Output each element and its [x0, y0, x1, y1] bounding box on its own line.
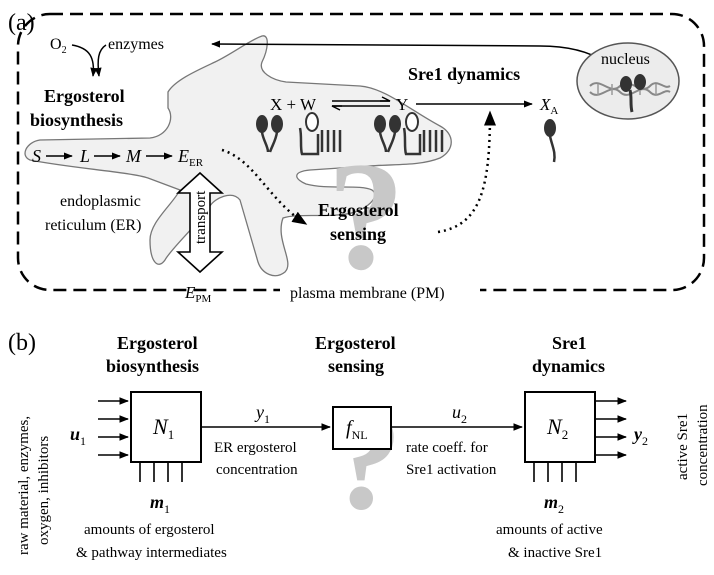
biosynthesis-title-line2: biosynthesis	[30, 110, 123, 130]
active-sre1-icon	[544, 119, 556, 163]
n1-label: N1	[152, 414, 174, 442]
u2-desc-line1: rate coeff. for	[406, 440, 488, 456]
inputs-label-line2: oxygen, inhibitors	[36, 436, 52, 545]
sensing-to-sre1-dotted-arrow	[437, 110, 496, 234]
y1-desc-line2: concentration	[216, 462, 298, 478]
e-pm-label: EPM	[184, 283, 212, 305]
o2-arrow	[71, 44, 98, 77]
pathway-s: S	[32, 146, 41, 166]
block2-title-line2: sensing	[328, 356, 384, 376]
sensing-question-mark: ?	[327, 130, 405, 302]
m2-label: m2	[544, 492, 564, 516]
u2-label: u2	[452, 402, 467, 426]
reverse-half-head	[331, 105, 342, 111]
dna-icon	[589, 74, 671, 113]
block1-title-line1: Ergosterol	[117, 333, 198, 353]
transport-arrow	[175, 171, 225, 274]
sensing-title-line1: Ergosterol	[318, 200, 399, 220]
block2-title-line1: Ergosterol	[315, 333, 396, 353]
y2-label: y2	[632, 424, 648, 448]
sre1-protein-icon	[256, 112, 342, 156]
sre1-complex-icon	[374, 112, 444, 156]
output-label-line1: active Sre1	[675, 413, 691, 480]
sensing-title-line2: sensing	[330, 224, 386, 244]
reaction-right: Y	[396, 95, 408, 114]
block3-title-line1: Sre1	[552, 333, 587, 353]
u2-desc-line2: Sre1 activation	[406, 462, 497, 478]
forward-half-head	[380, 96, 391, 102]
biosynthesis-title-line1: Ergosterol	[44, 86, 125, 106]
n2-label: N2	[546, 414, 568, 442]
panel-a-label: (a)	[8, 10, 35, 36]
n1-block	[130, 391, 202, 463]
y1-desc-line1: ER ergosterol	[214, 440, 297, 456]
pathway-m: M	[125, 146, 142, 166]
o2-label: O2	[50, 36, 67, 56]
u1-label: u1	[70, 424, 86, 448]
enzymes-arrow	[94, 44, 107, 77]
output-label-line2: concentration	[695, 404, 711, 486]
er-label-line2: reticulum (ER)	[45, 217, 141, 234]
panel-b-label: (b)	[8, 330, 36, 356]
pathway-e-er: EER	[177, 146, 204, 169]
y1-label: y1	[254, 402, 270, 426]
enzymes-label: enzymes	[108, 36, 164, 53]
pm-label: plasma membrane (PM)	[290, 285, 445, 302]
m2-desc-line2: & inactive Sre1	[508, 545, 602, 561]
m1-desc-line2: & pathway intermediates	[76, 545, 227, 561]
sre1-dynamics-title: Sre1 dynamics	[408, 64, 520, 84]
transport-label: transport	[193, 190, 209, 244]
m1-desc-line1: amounts of ergosterol	[84, 522, 215, 538]
block3-title-line2: dynamics	[532, 356, 605, 376]
n2-block	[524, 391, 596, 463]
pathway-l: L	[79, 146, 90, 166]
nucleus-to-enzymes-arrow	[211, 40, 606, 63]
pm-label-bg	[280, 280, 480, 302]
m2-desc-line1: amounts of active	[496, 522, 603, 538]
er-label-line1: endoplasmic	[60, 193, 141, 210]
nucleus-label: nucleus	[601, 51, 650, 68]
m1-label: m1	[150, 492, 170, 516]
xa-label: XA	[539, 95, 558, 117]
block1-title-line2: biosynthesis	[106, 356, 199, 376]
inputs-label-line1: raw material, enzymes,	[16, 416, 32, 555]
fnl-block	[332, 406, 392, 450]
er-shape	[24, 35, 452, 277]
fnl-label: fNL	[346, 417, 368, 442]
sensing-question-mark-b: ?	[330, 380, 403, 540]
reaction-left: X + W	[270, 95, 317, 114]
